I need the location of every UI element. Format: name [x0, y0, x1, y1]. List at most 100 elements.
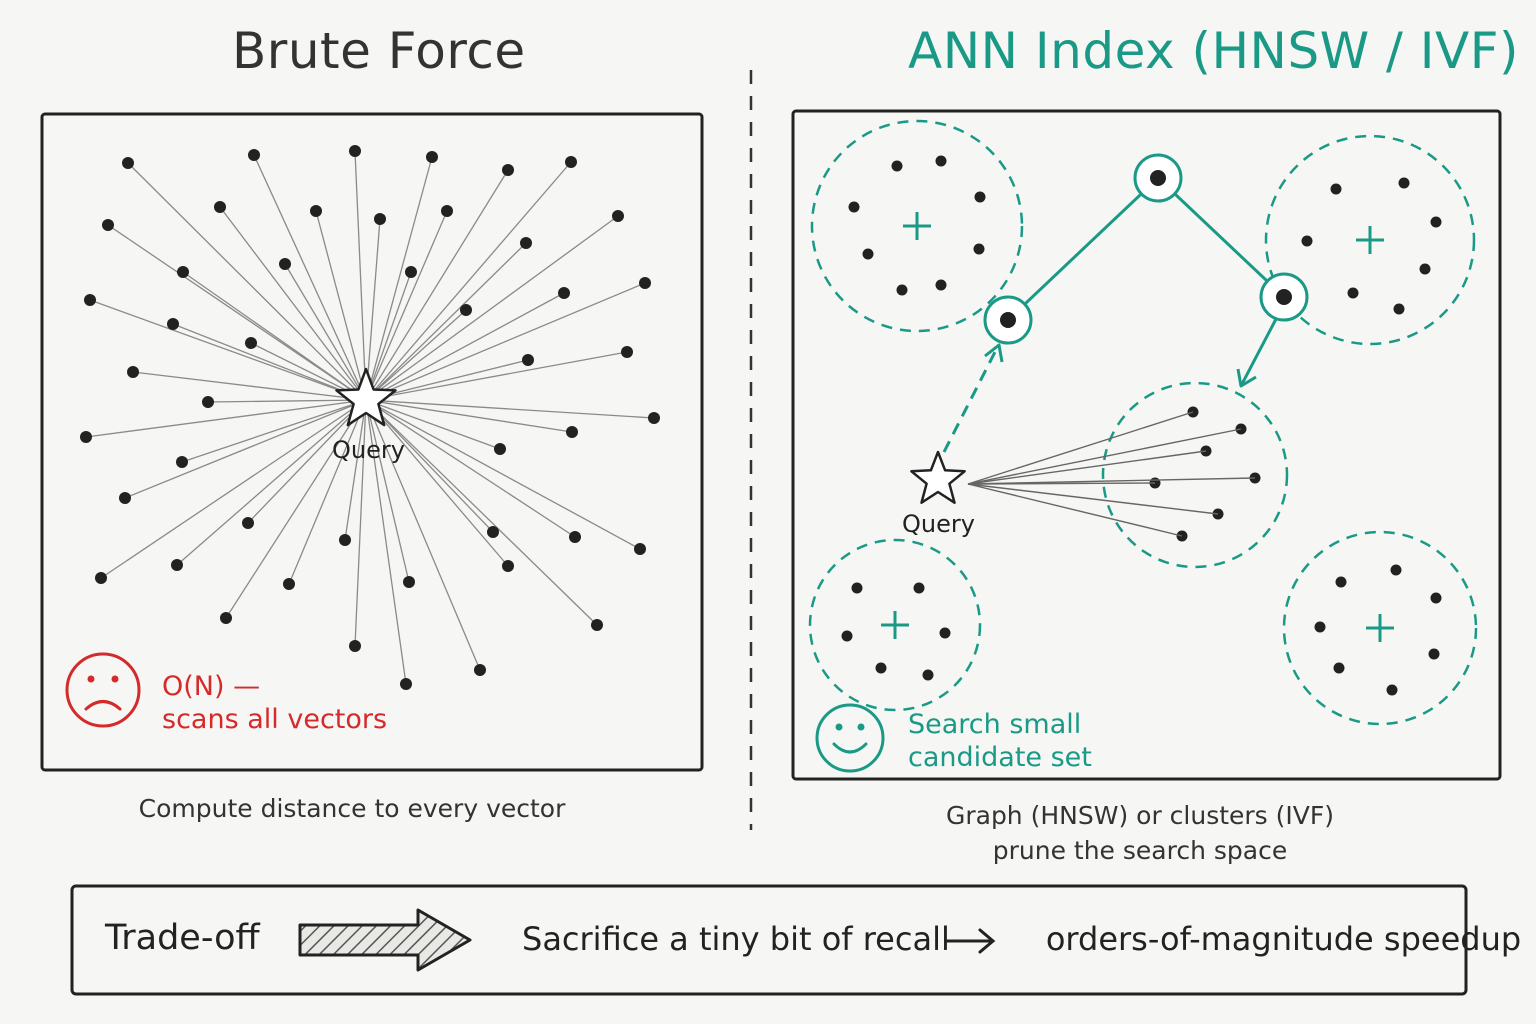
vector-point [374, 213, 386, 225]
distance-ray [100, 399, 367, 579]
vector-point [639, 277, 651, 289]
vector-point [520, 237, 532, 249]
ivf-cluster [1282, 530, 1478, 726]
graph-node [1259, 272, 1309, 322]
vector-point [1330, 183, 1342, 195]
vector-point [84, 294, 96, 306]
candidate-ray [967, 483, 1183, 537]
brute-force-query-star-icon [335, 367, 397, 427]
candidate-ray [967, 411, 1194, 485]
arrow-head-icon [984, 343, 1004, 363]
distance-ray [365, 218, 381, 401]
vector-point [220, 612, 232, 624]
vector-point [171, 559, 183, 571]
vector-point [935, 279, 947, 291]
distance-ray [365, 271, 412, 401]
vector-point [80, 431, 92, 443]
candidate-ray [967, 428, 1242, 485]
vector-point [1314, 621, 1326, 633]
distance-ray [182, 271, 367, 401]
distance-ray [225, 399, 367, 619]
vector-point [283, 578, 295, 590]
vector-point [245, 337, 257, 349]
vector-point [939, 627, 951, 639]
ann-query-star-icon [910, 450, 966, 504]
distance-ray [365, 399, 641, 550]
brute-force-caption: Compute distance to every vector [138, 794, 566, 823]
brute-force-query-label: Query [332, 436, 405, 464]
cluster-boundary [808, 538, 982, 712]
vector-point [349, 145, 361, 157]
ivf-cluster [810, 119, 1024, 333]
brute-force-distance-rays [85, 150, 655, 685]
right-arrow-icon [944, 928, 996, 954]
distance-ray [288, 399, 367, 585]
vector-point [502, 560, 514, 572]
vector-point [1428, 648, 1440, 660]
hatched-arrow-icon [298, 908, 472, 972]
distance-ray [124, 399, 367, 499]
distance-ray [176, 399, 367, 566]
distance-ray [365, 309, 467, 401]
entry-path [942, 349, 998, 453]
vector-point [1430, 216, 1442, 228]
distance-ray [365, 292, 565, 401]
ivf-cluster [1264, 134, 1476, 346]
ivf-cluster [808, 538, 982, 712]
vector-point [565, 156, 577, 168]
arrow-head-icon [1236, 368, 1257, 388]
vector-point [119, 492, 131, 504]
vector-point [1386, 684, 1398, 696]
vector-point [494, 443, 506, 455]
happy-face-icon [815, 703, 885, 773]
ivf-clusters [808, 119, 1478, 726]
vector-point [339, 534, 351, 546]
vector-point [848, 201, 860, 213]
distance-ray [181, 399, 367, 463]
ivf-cluster [1101, 381, 1289, 569]
distance-ray [365, 399, 598, 626]
vector-point [566, 426, 578, 438]
distance-ray [365, 161, 572, 401]
vector-point [1301, 235, 1313, 247]
vector-point [474, 664, 486, 676]
hnsw-graph [942, 153, 1309, 453]
vector-point [214, 201, 226, 213]
brute-force-complexity-note: O(N) — scans all vectors [162, 670, 387, 736]
cluster-boundary [1264, 134, 1476, 346]
tradeoff-statement: Sacrifice a tiny bit of recall orders-of-… [522, 920, 1521, 958]
centroid-plus-icon [903, 212, 931, 240]
distance-ray [365, 399, 410, 583]
vector-point [841, 630, 853, 642]
vector-point [405, 266, 417, 278]
distance-ray [354, 399, 367, 647]
vector-point [973, 243, 985, 255]
candidate-ray [967, 450, 1207, 485]
vector-point [441, 205, 453, 217]
vector-point [349, 640, 361, 652]
vector-point [502, 164, 514, 176]
graph-edge [1156, 176, 1286, 299]
distance-ray [247, 399, 367, 524]
distance-ray [365, 399, 576, 538]
vector-point [403, 576, 415, 588]
brute-force-title: Brute Force [232, 22, 526, 80]
vector-point [862, 248, 874, 260]
distance-ray [172, 323, 367, 401]
distance-ray [365, 169, 509, 401]
vector-point [279, 258, 291, 270]
graph-edge [1006, 176, 1160, 322]
distance-ray [365, 210, 448, 401]
vector-point [1430, 592, 1442, 604]
distance-ray [365, 282, 646, 401]
tradeoff-gain: orders-of-magnitude speedup [1045, 920, 1522, 958]
benefit-line-2: candidate set [908, 742, 1092, 773]
vector-point [426, 151, 438, 163]
tradeoff-sacrifice: Sacrifice a tiny bit of recall [522, 920, 950, 958]
distance-ray [365, 156, 433, 401]
vector-point [460, 304, 472, 316]
distance-ray [89, 299, 367, 401]
complexity-detail: scans all vectors [162, 704, 388, 735]
vector-point [102, 219, 114, 231]
distance-ray [365, 215, 619, 401]
